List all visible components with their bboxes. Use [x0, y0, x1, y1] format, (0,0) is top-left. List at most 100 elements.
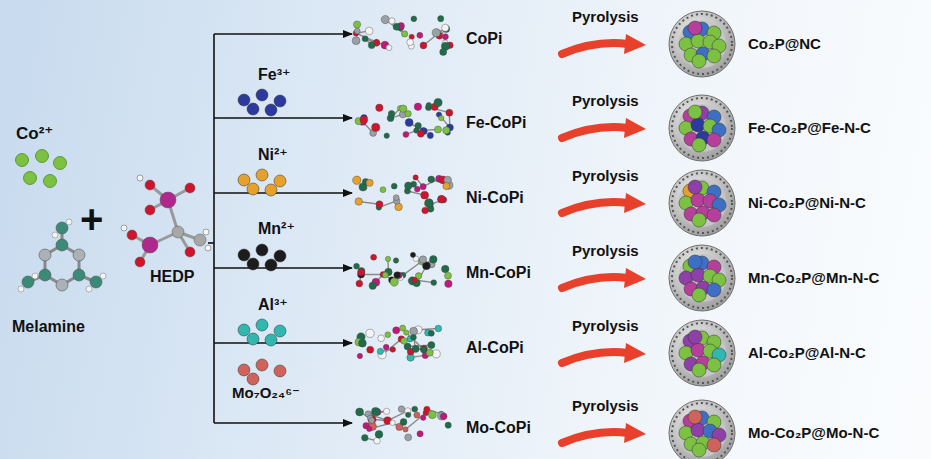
atom — [438, 16, 444, 22]
atom — [440, 48, 447, 55]
ion-dot — [247, 103, 259, 115]
precursor-label: Al-CoPi — [466, 339, 524, 357]
atom — [417, 130, 424, 137]
atom — [353, 176, 361, 184]
core-particle — [688, 410, 702, 424]
atom — [420, 42, 427, 49]
atom — [434, 126, 441, 133]
atom — [390, 420, 395, 425]
branch-arrow — [214, 117, 352, 119]
atom — [415, 122, 421, 128]
carbon-shell — [672, 323, 732, 383]
atom — [203, 229, 209, 235]
step-label: Pyrolysis — [572, 317, 639, 334]
atom — [443, 183, 450, 190]
atom — [121, 225, 127, 231]
atom — [127, 230, 137, 240]
atom — [388, 110, 395, 117]
atom — [403, 131, 409, 137]
atom — [407, 39, 414, 46]
atom — [39, 269, 51, 281]
atom — [362, 36, 368, 42]
atom — [420, 346, 427, 353]
co-ion — [16, 154, 29, 167]
atom — [380, 187, 386, 193]
step-label: Pyrolysis — [572, 242, 639, 259]
atom — [412, 277, 417, 282]
atom — [73, 249, 85, 261]
atom — [435, 325, 442, 332]
atom — [353, 21, 360, 28]
product-label: Mo-Co₂P@Mo-N-C — [748, 424, 879, 441]
atom — [135, 257, 145, 267]
atom — [438, 195, 445, 202]
precursor-label: Fe-CoPi — [466, 114, 526, 132]
ion-dot — [256, 169, 268, 181]
pyrolysis-arrow-head — [624, 423, 646, 443]
atom — [137, 175, 143, 181]
atom — [356, 280, 363, 287]
plus-sign: + — [80, 196, 103, 242]
atom — [142, 237, 158, 253]
atom — [39, 249, 51, 261]
precursor-label: Ni-CoPi — [466, 189, 524, 207]
ion-dot — [238, 364, 250, 376]
atom — [420, 184, 426, 190]
branch-arrow — [214, 33, 352, 35]
core-particle — [692, 288, 706, 302]
atom — [371, 408, 379, 416]
atom — [428, 342, 435, 349]
bond — [406, 413, 426, 430]
atom — [414, 103, 421, 110]
ion-dot — [265, 184, 277, 196]
atom — [393, 195, 399, 201]
atom — [428, 411, 436, 419]
atom — [414, 186, 420, 192]
atom — [18, 286, 24, 292]
ion-label: Ni²⁺ — [258, 146, 288, 164]
atom — [384, 133, 389, 138]
ion-dot — [238, 324, 250, 336]
pyrolysis-arrow — [562, 43, 628, 54]
carbon-shell — [669, 320, 735, 386]
precursor-label: Mo-CoPi — [466, 419, 531, 437]
core-particle — [688, 330, 702, 344]
atom — [420, 345, 427, 352]
ion-dot — [274, 325, 286, 337]
atom — [428, 176, 435, 183]
core-particle — [707, 283, 721, 297]
atom — [368, 42, 375, 49]
atom — [431, 280, 437, 286]
ion-dot — [256, 89, 268, 101]
atom — [440, 413, 447, 420]
atom — [432, 29, 440, 37]
ion-dot — [265, 104, 277, 116]
ion-dot — [274, 250, 286, 262]
carbon-shell — [672, 14, 732, 74]
pyrolysis-arrow — [562, 202, 628, 213]
atom — [382, 272, 388, 278]
pyrolysis-arrow — [562, 127, 628, 138]
atom — [376, 201, 383, 208]
ion-label: Mo₇O₂₄⁶⁻ — [232, 384, 300, 401]
atom — [100, 273, 106, 279]
pyrolysis-arrow-head — [624, 193, 646, 213]
atom — [56, 279, 68, 291]
atom — [73, 269, 85, 281]
atom — [358, 269, 365, 276]
atom — [376, 104, 383, 111]
atom — [205, 245, 211, 251]
atom — [421, 191, 429, 199]
ion-dot — [265, 259, 277, 271]
core-particle — [707, 358, 721, 372]
bond — [423, 28, 445, 46]
atom — [366, 329, 374, 337]
atom — [401, 31, 407, 37]
core-particle — [692, 213, 706, 227]
atom — [417, 431, 423, 437]
atom — [172, 226, 184, 238]
atom — [371, 254, 377, 260]
atom — [185, 247, 195, 257]
product-label: Ni-Co₂P@Ni-N-C — [748, 194, 866, 211]
